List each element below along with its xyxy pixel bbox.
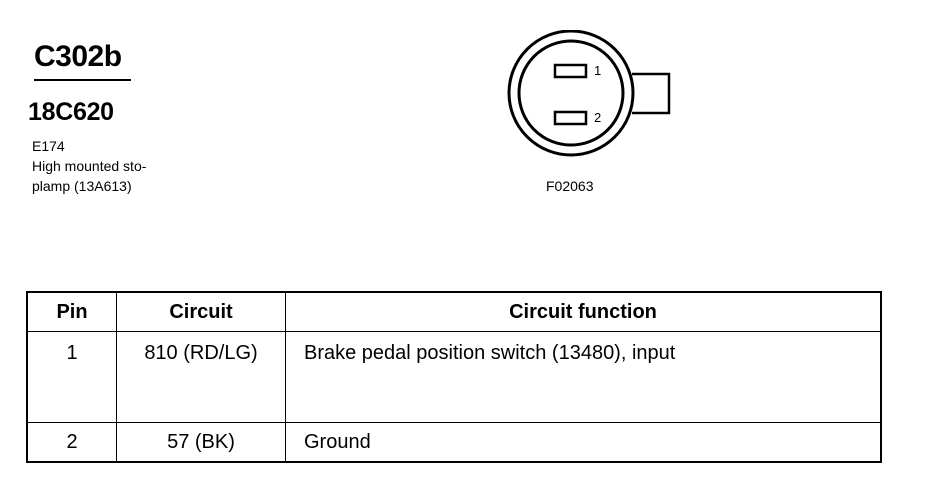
pin-table: Pin Circuit Circuit function 1 810 (RD/L…	[26, 291, 882, 463]
figure-code: F02063	[546, 178, 594, 194]
row-function-cell: Brake pedal position switch (13480), inp…	[285, 331, 882, 423]
table-row: 2 57 (BK) Ground	[26, 422, 882, 463]
pin-2-terminal	[553, 110, 588, 126]
connector-locking-tab	[632, 72, 671, 115]
component-info: E174 High mounted sto- plamp (13A613)	[32, 136, 146, 196]
row-circuit-cell: 810 (RD/LG)	[116, 331, 286, 423]
connector-face-diagram: 1 2	[507, 30, 671, 157]
row-circuit-cell: 57 (BK)	[116, 422, 286, 463]
component-code: E174	[32, 138, 65, 154]
row-pin: 2	[66, 431, 78, 453]
connector-inner-ring	[517, 39, 625, 147]
row-function: Brake pedal position switch (13480), inp…	[304, 342, 676, 364]
row-circuit: 810 (RD/LG)	[144, 342, 258, 364]
row-pin: 1	[66, 342, 78, 364]
header-pin: Pin	[26, 291, 117, 332]
header-circuit-function: Circuit function	[285, 291, 882, 332]
row-function-cell: Ground	[285, 422, 882, 463]
connector-id: C302b	[34, 40, 122, 73]
table-row: 1 810 (RD/LG) Brake pedal position switc…	[26, 331, 882, 423]
component-name-line-1: High mounted sto-	[32, 158, 147, 174]
row-pin-cell: 2	[26, 422, 117, 463]
row-pin-cell: 1	[26, 331, 117, 423]
pin-2-label: 2	[594, 110, 601, 125]
connector-id-underline	[34, 79, 131, 81]
row-circuit: 57 (BK)	[167, 431, 235, 453]
connector-outer-ring	[507, 30, 635, 157]
part-number: 18C620	[28, 98, 114, 126]
pin-1-terminal	[553, 63, 588, 79]
pin-1-label: 1	[594, 63, 601, 78]
row-function: Ground	[304, 431, 371, 453]
component-name-line-2: plamp (13A613)	[32, 178, 132, 194]
table-header-row: Pin Circuit Circuit function	[26, 291, 882, 332]
header-circuit: Circuit	[116, 291, 286, 332]
